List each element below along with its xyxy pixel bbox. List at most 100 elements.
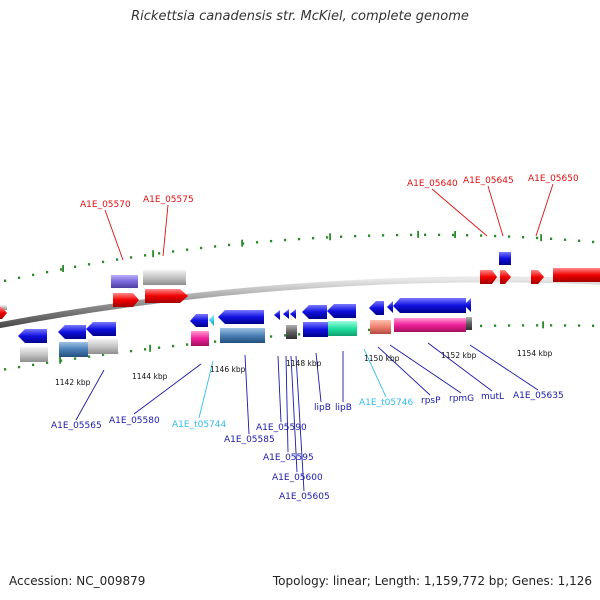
gene-arrow[interactable]	[499, 252, 511, 265]
gene-arrow[interactable]	[328, 321, 357, 336]
tick-dot	[172, 250, 175, 253]
gene-arrow[interactable]	[18, 329, 47, 343]
gene-label[interactable]: rpsP	[421, 396, 441, 406]
tick-dot	[354, 234, 357, 238]
leader-line	[162, 204, 169, 257]
gene-arrow[interactable]	[369, 301, 384, 315]
gene-label[interactable]: A1E_05635	[513, 391, 564, 401]
tick-dot	[396, 233, 399, 237]
gene-label[interactable]: A1E_05640	[407, 179, 458, 189]
gene-arrow[interactable]	[327, 304, 356, 318]
gene-arrow[interactable]	[531, 270, 544, 284]
gene-arrow[interactable]	[218, 310, 264, 324]
gene-arrow[interactable]	[387, 301, 393, 313]
tick-dot	[270, 239, 273, 243]
gene-arrow[interactable]	[143, 270, 186, 285]
tick-dot	[32, 273, 35, 277]
gene-label[interactable]: A1E_05570	[80, 200, 131, 210]
tick-dot	[4, 368, 7, 371]
tick-dot	[284, 334, 287, 337]
gene-arrow[interactable]	[302, 305, 327, 319]
forward-strand-genes	[0, 252, 600, 319]
tick-dot	[326, 236, 329, 239]
leader-line	[75, 369, 105, 421]
gene-arrow[interactable]	[290, 309, 296, 319]
gene-arrow[interactable]	[190, 314, 208, 327]
tick-mark	[540, 234, 542, 242]
gene-arrow[interactable]	[0, 307, 7, 319]
gene-arrow[interactable]	[191, 331, 209, 346]
gene-arrow[interactable]	[88, 339, 118, 354]
gene-label[interactable]: A1E_05585	[224, 435, 275, 445]
reverse-strand-genes	[18, 298, 472, 362]
gene-arrow[interactable]	[480, 270, 497, 284]
leader-line	[377, 346, 431, 396]
gene-label[interactable]: A1E_05600	[272, 473, 323, 483]
gene-arrow[interactable]	[500, 270, 511, 284]
tick-dot	[74, 357, 77, 360]
scale-label: 1144 kbp	[132, 372, 168, 381]
leader-line	[427, 342, 493, 392]
gene-label[interactable]: mutL	[481, 392, 504, 402]
tick-dot	[480, 324, 483, 328]
gene-label[interactable]: A1E_05590	[256, 423, 307, 433]
gene-label[interactable]: A1E_05605	[279, 492, 330, 502]
tick-dot	[60, 268, 63, 271]
top-tick-track	[4, 230, 595, 282]
gene-arrow[interactable]	[394, 318, 466, 332]
tick-dot	[256, 241, 259, 244]
tick-mark	[329, 233, 331, 241]
gene-label[interactable]: A1E_t05744	[172, 420, 227, 430]
tick-dot	[536, 236, 539, 240]
gene-arrow[interactable]	[111, 275, 138, 288]
leader-line	[487, 185, 504, 237]
gene-arrow[interactable]	[274, 310, 280, 320]
gene-arrow[interactable]	[86, 322, 116, 336]
gene-arrow[interactable]	[370, 320, 391, 334]
tick-dot	[46, 361, 49, 364]
gene-arrow[interactable]	[209, 314, 214, 326]
gene-label[interactable]: A1E_05595	[263, 453, 314, 463]
gene-label[interactable]: rpmG	[449, 394, 474, 404]
gene-label[interactable]: A1E_05645	[463, 176, 514, 186]
leader-line	[277, 355, 282, 423]
gene-arrow[interactable]	[303, 322, 328, 337]
tick-dot	[102, 353, 105, 356]
gene-arrow[interactable]	[553, 268, 600, 282]
tick-dot	[466, 234, 469, 237]
tick-dot	[284, 238, 287, 242]
gene-label[interactable]: lipB	[314, 403, 331, 413]
leader-line	[389, 344, 462, 394]
gene-label[interactable]: A1E_t05746	[359, 398, 414, 408]
tick-dot	[578, 239, 581, 242]
gene-arrow[interactable]	[393, 298, 466, 313]
gene-arrow[interactable]	[59, 342, 88, 357]
gene-label[interactable]: A1E_05565	[51, 421, 102, 431]
tick-mark	[62, 265, 64, 273]
gene-label[interactable]: A1E_05650	[528, 174, 579, 184]
accession-text: Accession: NC_009879	[9, 574, 146, 588]
gene-arrow[interactable]	[464, 298, 471, 312]
gene-arrow[interactable]	[466, 317, 472, 330]
tick-mark	[152, 250, 154, 258]
tick-dot	[368, 234, 371, 237]
tick-dot	[116, 258, 119, 261]
gene-arrow[interactable]	[286, 325, 297, 339]
gene-arrow[interactable]	[220, 328, 265, 343]
gene-label[interactable]: lipB	[335, 403, 352, 413]
gene-label[interactable]: A1E_05575	[143, 195, 194, 205]
gene-arrow[interactable]	[58, 325, 86, 339]
tick-dot	[368, 328, 371, 332]
tick-dot	[410, 233, 413, 237]
tick-dot	[32, 363, 35, 367]
tick-dot	[130, 256, 133, 259]
tick-dot	[60, 359, 63, 362]
gene-arrow[interactable]	[20, 347, 48, 362]
gene-arrow[interactable]	[283, 309, 289, 319]
gene-arrow[interactable]	[145, 289, 188, 303]
gene-arrow[interactable]	[113, 293, 139, 307]
gene-label[interactable]: A1E_05580	[109, 416, 160, 426]
